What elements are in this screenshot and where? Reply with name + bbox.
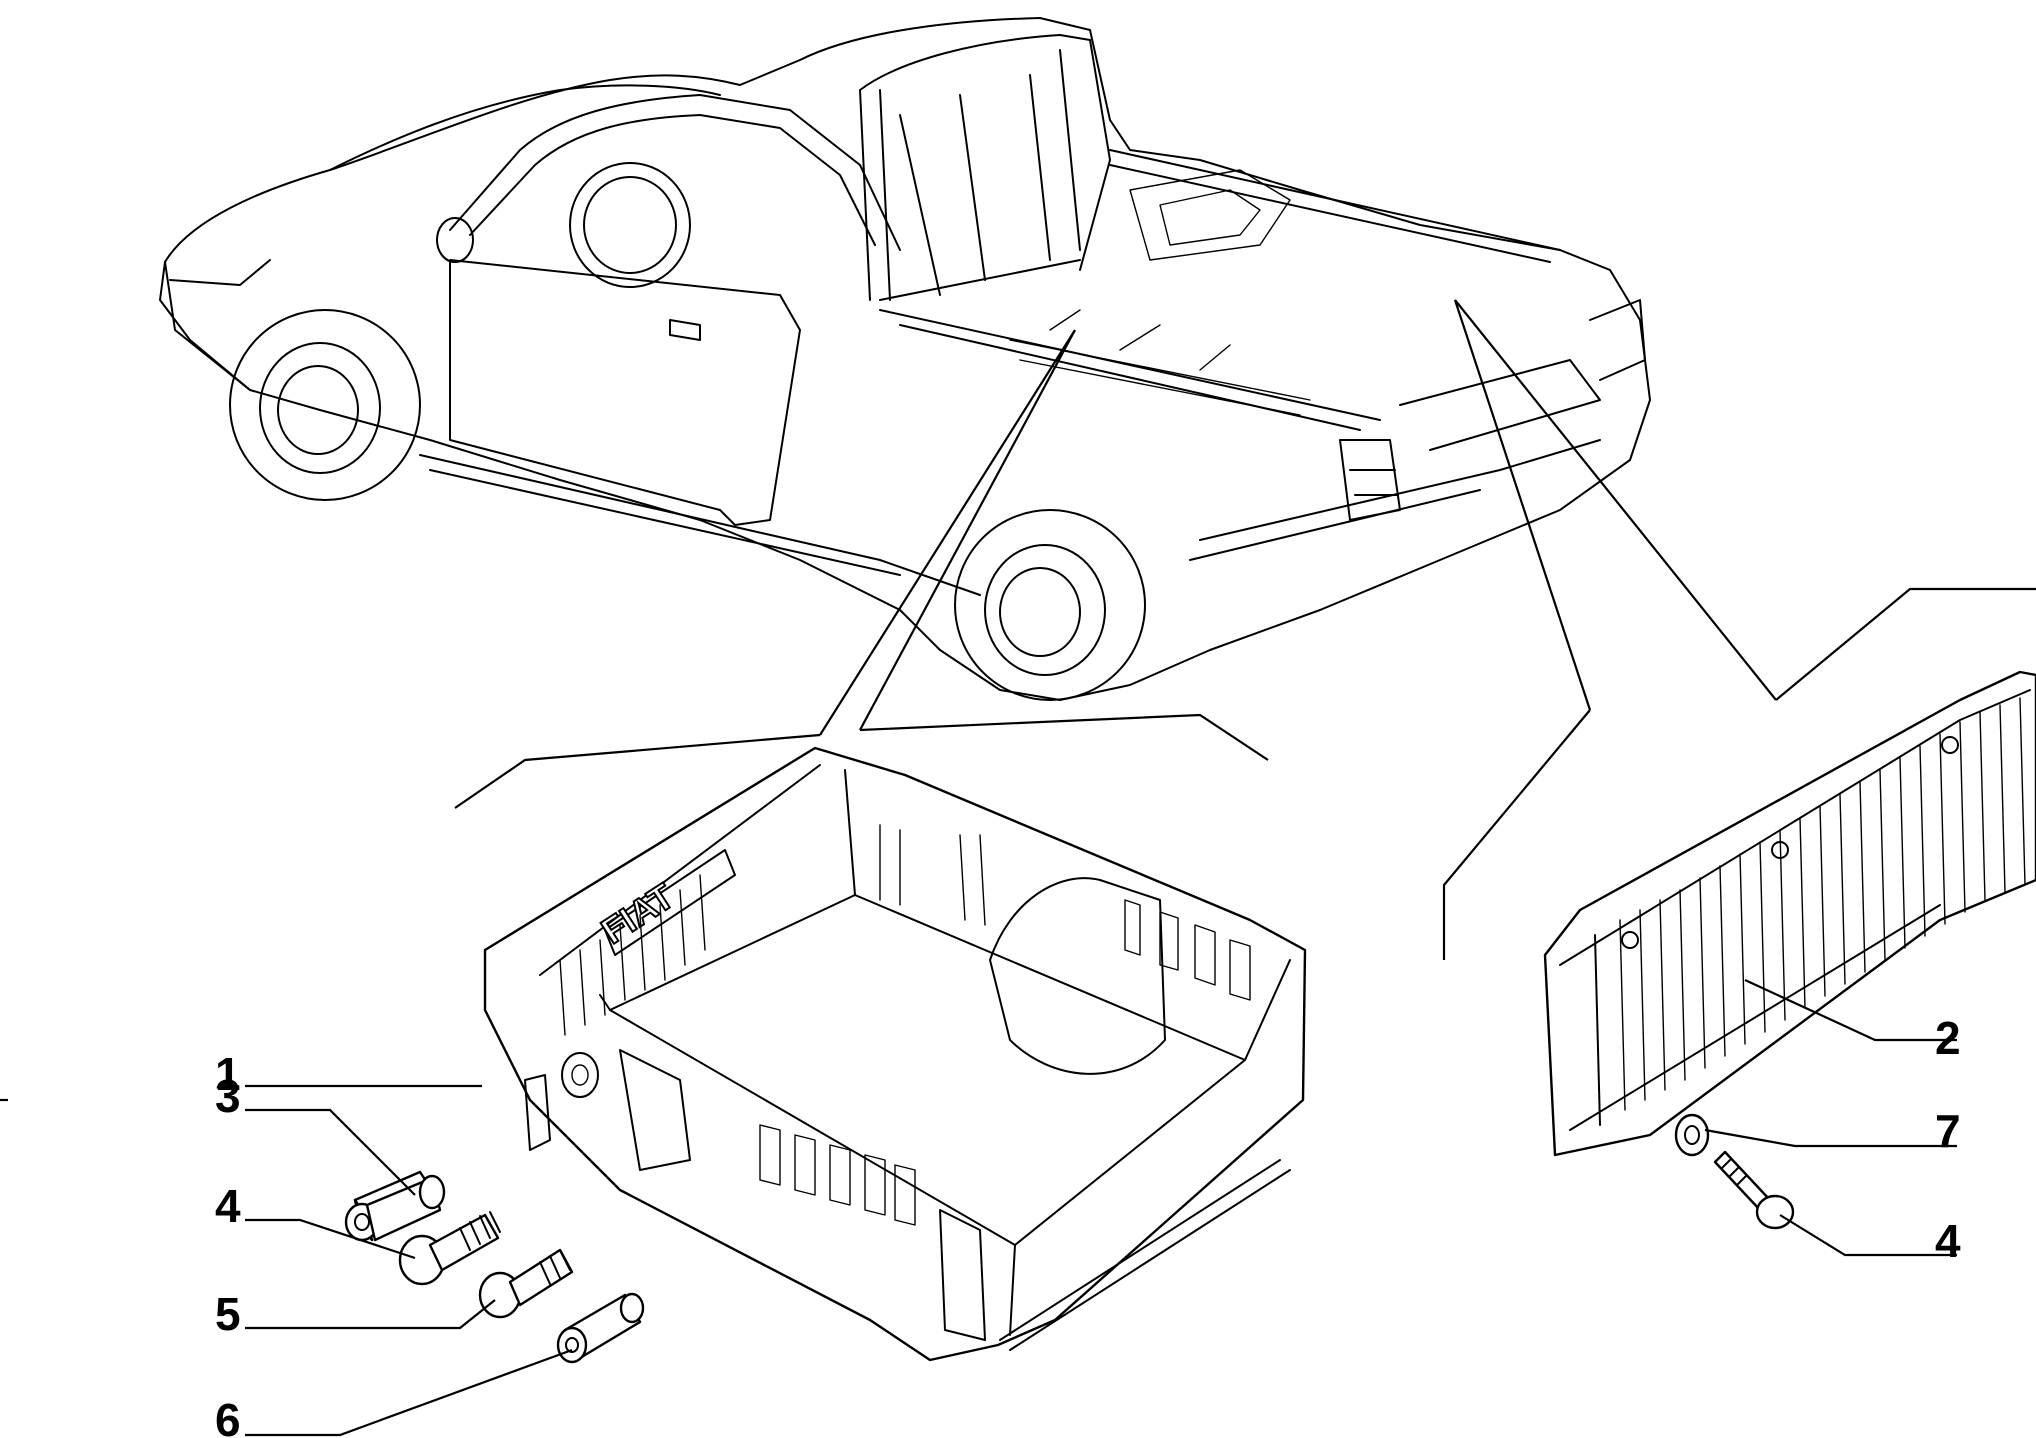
bolt-part-4-left: [398, 1211, 501, 1286]
callout-4-right: 4: [1935, 1215, 1961, 1267]
callout-3: 3: [215, 1070, 241, 1122]
callout-1: 1: [215, 1048, 241, 1100]
bolt-part-4-right: [1713, 1150, 1795, 1230]
callout-7: 7: [1935, 1105, 1961, 1157]
cargo-bed-liner: FIAT: [483, 746, 1307, 1362]
callout-5: 5: [215, 1288, 241, 1340]
bolt-part-5: [478, 1248, 574, 1319]
washer-part-7: [1674, 1113, 1710, 1157]
spacer-nut-part-3: [344, 1170, 446, 1242]
nut-part-6: [556, 1292, 645, 1364]
callout-2: 2: [1935, 1012, 1961, 1064]
callout-labels: 1 2 3 4 4 5 6 7: [215, 1012, 1961, 1438]
callout-leaders: [0, 979, 1957, 1437]
callout-4-left: 4: [215, 1180, 241, 1232]
leader-cones: [454, 299, 2036, 960]
callout-6: 6: [215, 1394, 241, 1438]
pickup-truck-overview: [159, 17, 1651, 701]
tailgate-panel: [1543, 670, 2036, 1157]
